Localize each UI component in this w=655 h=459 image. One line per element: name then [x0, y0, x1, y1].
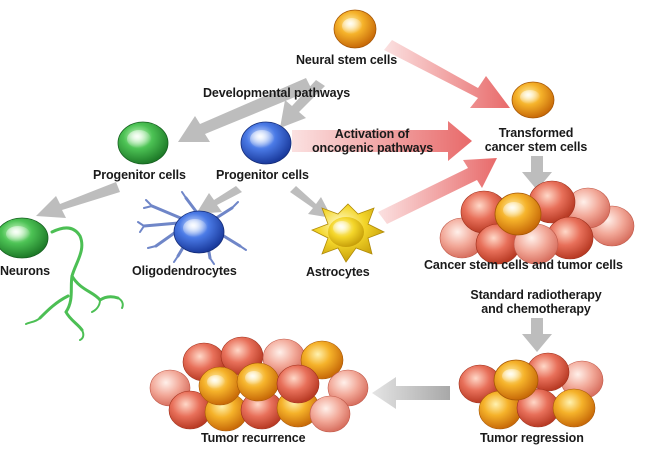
label-tumor-regression: Tumor regression — [480, 431, 584, 445]
label-astrocytes: Astrocytes — [306, 265, 370, 279]
progenitor-cell-blue — [240, 121, 292, 165]
label-neurons: Neurons — [0, 264, 51, 278]
arrow-progenitor-to-astrocytes — [290, 186, 332, 218]
arrow-stem-to-progenitor-left — [178, 78, 312, 142]
tumor-recurrence-cluster — [149, 336, 369, 433]
astrocyte-cell — [311, 203, 385, 263]
tumor-regression-cluster — [458, 352, 604, 430]
arrow-progenitor-to-oligodendrocytes — [196, 186, 242, 214]
label-activation-line2: oncogenic pathways — [312, 141, 434, 155]
transformed-cancer-stem-cell — [511, 81, 555, 119]
label-transformed: Transformed cancer stem cells — [478, 126, 594, 154]
arrow-astrocyte-to-transformed — [378, 158, 497, 224]
label-therapy-line1: Standard radiotherapy — [470, 288, 602, 302]
label-cancer-stem-and-tumor: Cancer stem cells and tumor cells — [424, 258, 623, 272]
progenitor-cell-green — [117, 121, 169, 165]
label-transformed-line1: Transformed — [498, 126, 574, 140]
cancer-stem-and-tumor-cluster — [439, 180, 635, 265]
label-progenitor-left: Progenitor cells — [93, 168, 186, 182]
label-neural-stem-cells: Neural stem cells — [296, 53, 398, 67]
oligodendrocyte-cell — [137, 191, 247, 265]
arrow-regression-to-recurrence — [372, 377, 450, 409]
arrow-therapy-down — [522, 318, 552, 352]
arrow-activation — [292, 121, 472, 161]
arrow-transformed-down — [522, 156, 552, 190]
label-developmental-pathways: Developmental pathways — [203, 86, 351, 100]
label-therapy: Standard radiotherapy and chemotherapy — [456, 288, 616, 316]
label-activation: Activation of oncogenic pathways — [312, 127, 434, 155]
neural-stem-cell — [333, 9, 377, 49]
label-progenitor-right: Progenitor cells — [216, 168, 309, 182]
arrow-stem-to-transformed — [384, 40, 510, 108]
arrow-stem-to-progenitor-right — [280, 80, 325, 128]
label-activation-line1: Activation of — [334, 127, 410, 141]
label-oligodendrocytes: Oligodendrocytes — [132, 264, 237, 278]
label-transformed-line2: cancer stem cells — [484, 140, 588, 154]
label-tumor-recurrence: Tumor recurrence — [201, 431, 306, 445]
neuron-cell — [0, 217, 124, 341]
label-therapy-line2: and chemotherapy — [481, 302, 591, 316]
arrow-progenitor-to-neurons — [36, 182, 120, 218]
